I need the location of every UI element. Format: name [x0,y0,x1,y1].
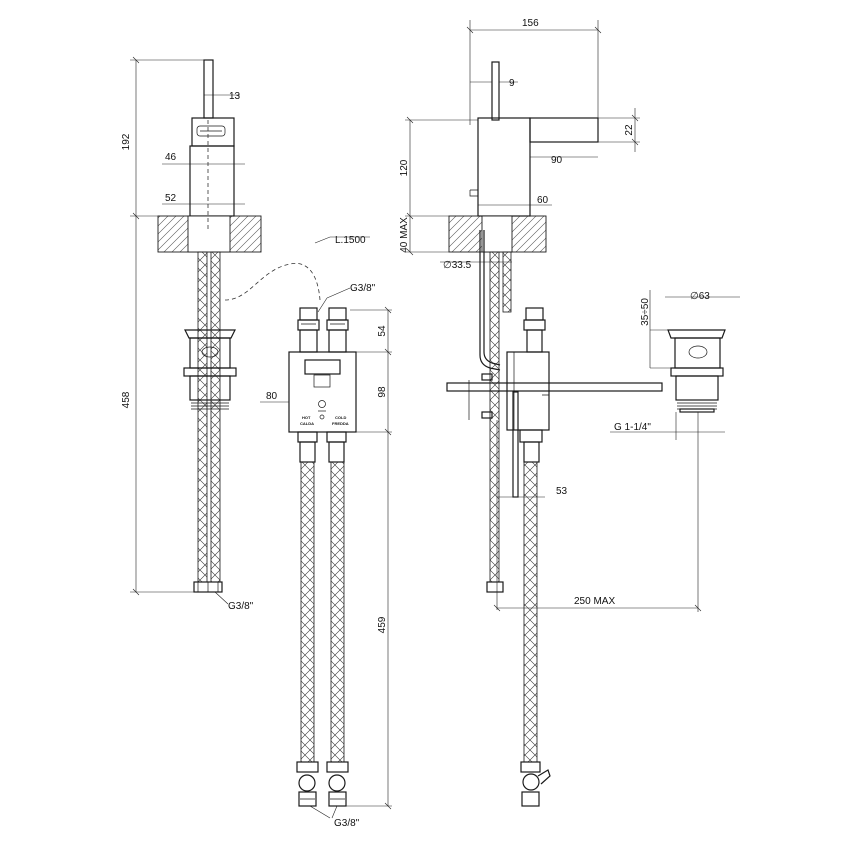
side-dimensions: 156 9 22 90 120 40 MAX 60 ∅33.5 ∅63 35÷5… [399,18,740,612]
cable-length-label: L.1500 [335,235,366,246]
dim-52: 52 [165,193,177,204]
cable [224,262,321,301]
dim-54: 54 [377,325,388,337]
box-outlet-thread-label: G3/8" [334,818,360,829]
dim-192: 192 [121,133,132,150]
side-view [446,61,726,807]
cold-label-it: FREDDA [332,421,349,426]
dim-250-max: 250 MAX [574,596,615,607]
dim-40-max: 40 MAX [399,217,410,253]
dim-459: 459 [377,616,388,633]
dim-13: 13 [229,91,241,102]
front-view [157,59,262,593]
dim-98: 98 [377,386,388,398]
control-box-dimensions: G3/8" L.1500 54 98 459 80 G3/8" [260,235,392,829]
hot-label-en: HOT [302,415,311,420]
cold-label-en: COLD [335,415,346,420]
waste-thread-label: G 1-1/4" [614,422,651,433]
control-box-view: HOT CALDA COLD FREDDA [288,307,357,807]
dim-dia-63: ∅63 [690,291,710,302]
hot-label-it: CALDA [300,421,314,426]
dim-90: 90 [551,155,563,166]
front-dimensions: 192 458 13 46 52 G3/8" [121,56,254,612]
dim-35-50: 35÷50 [640,298,651,326]
dim-458: 458 [121,391,132,408]
dim-60: 60 [537,195,549,206]
dim-156: 156 [522,18,539,29]
dim-120: 120 [399,159,410,176]
dim-46: 46 [165,152,177,163]
dim-80: 80 [266,391,278,402]
dim-22: 22 [624,124,635,136]
dim-53: 53 [556,486,568,497]
dim-9: 9 [509,78,515,89]
front-thread-label: G3/8" [228,601,254,612]
dim-dia-33-5: ∅33.5 [443,260,472,271]
box-inlet-thread-label: G3/8" [350,283,376,294]
